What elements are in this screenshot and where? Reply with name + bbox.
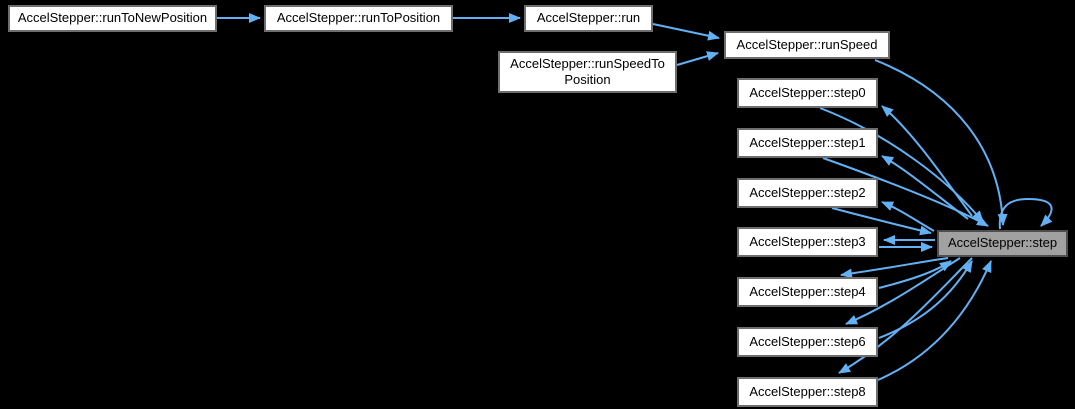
node-label: AccelStepper::step8 <box>749 383 866 399</box>
edge-step6-to-step <box>878 260 973 339</box>
graph-node-step1[interactable]: AccelStepper::step1 <box>737 128 878 158</box>
edge-step-to-step <box>998 197 1053 230</box>
graph-node-step4[interactable]: AccelStepper::step4 <box>737 277 878 307</box>
graph-node-run-to-position[interactable]: AccelStepper::runToPosition <box>264 5 453 32</box>
edge-run-to-run-speed <box>652 23 720 41</box>
edge-run-speed-to-step <box>874 59 1008 226</box>
edge-step4-to-step <box>878 260 952 289</box>
edge-step1-to-step <box>822 157 989 227</box>
graph-node-step0[interactable]: AccelStepper::step0 <box>737 78 878 108</box>
graph-node-run-to-new-position[interactable]: AccelStepper::runToNewPosition <box>8 5 217 32</box>
node-label: AccelStepper::step2 <box>749 184 866 200</box>
node-label: AccelStepper::step3 <box>749 233 866 249</box>
edge-step-to-step1 <box>881 155 969 220</box>
edge-step2-to-step <box>831 207 932 236</box>
node-label: AccelStepper::runToNewPosition <box>17 10 208 26</box>
edge-step-to-step8 <box>838 257 973 374</box>
edge-step-to-step2 <box>881 201 935 232</box>
edge-step-to-step4 <box>840 257 949 279</box>
node-label: AccelStepper::run <box>536 10 641 26</box>
graph-node-step8[interactable]: AccelStepper::step8 <box>737 377 878 407</box>
graph-node-step6[interactable]: AccelStepper::step6 <box>737 327 878 357</box>
edge-step8-to-step <box>877 260 992 381</box>
graph-node-run[interactable]: AccelStepper::run <box>524 5 653 32</box>
node-label: Position <box>564 72 611 87</box>
node-label: AccelStepper::step4 <box>749 283 866 299</box>
node-label: AccelStepper::step0 <box>749 84 866 100</box>
edge-step-to-step6 <box>845 257 961 325</box>
node-label: AccelStepper::runSpeedTo <box>510 55 665 71</box>
graph-node-step3[interactable]: AccelStepper::step3 <box>737 227 878 257</box>
graph-node-step: AccelStepper::step <box>937 230 1068 257</box>
edge-run-speed-to-position-to-run-speed <box>676 51 719 66</box>
node-label: AccelStepper::step1 <box>749 134 866 150</box>
node-label: AccelStepper::step6 <box>749 333 866 349</box>
node-label: AccelStepper::runToPosition <box>276 10 441 26</box>
node-label: AccelStepper::runSpeed <box>736 36 878 52</box>
graph-node-run-speed[interactable]: AccelStepper::runSpeed <box>724 31 890 59</box>
node-label: AccelStepper::step <box>947 235 1058 251</box>
graph-node-step2[interactable]: AccelStepper::step2 <box>737 178 878 208</box>
edge-step-to-step0 <box>881 105 973 217</box>
edge-step0-to-step <box>819 107 984 223</box>
